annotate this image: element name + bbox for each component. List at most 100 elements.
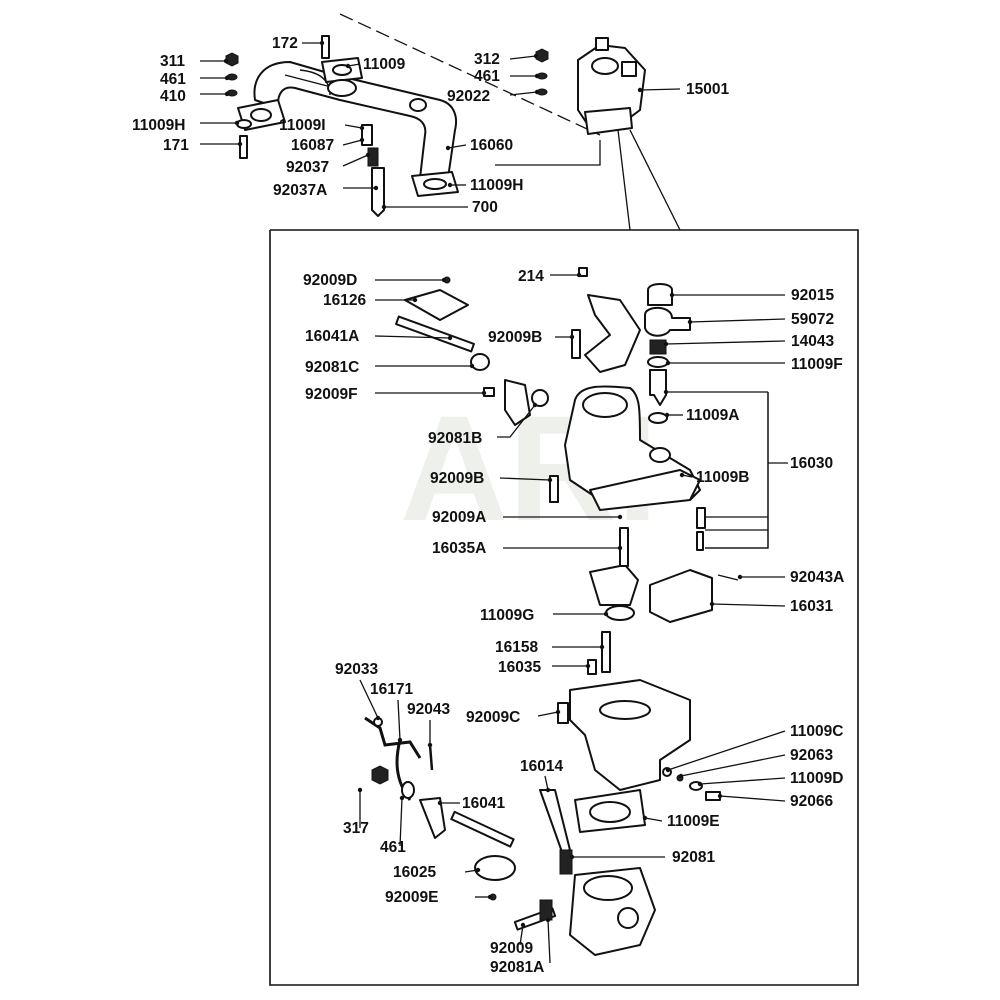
float-16031 (649, 569, 713, 623)
throttle-lever (419, 797, 446, 839)
callout-p461b: 461 (474, 68, 540, 85)
callout-p11009A: 11009A (664, 407, 739, 424)
part-number-label: 16031 (790, 598, 833, 615)
callout-p410: 410 (160, 88, 230, 105)
callout-p16030: 16030 (663, 389, 833, 472)
leader-line-p16171 (397, 699, 401, 741)
choke-lever-214 (584, 294, 641, 373)
leader-dot-p92063 (678, 773, 684, 779)
callout-p16041A: 16041A (305, 328, 453, 345)
leader-dot-p92022 (534, 89, 540, 95)
part-number-label: 171 (163, 137, 189, 154)
part-number-label: 16126 (323, 292, 366, 309)
leader-line-p16041A (374, 335, 451, 339)
leader-line-p16087 (342, 139, 363, 146)
leader-dot-p461b (534, 73, 540, 79)
carburetor-base (584, 107, 633, 135)
callout-p11009I: 11009I (279, 117, 365, 134)
stud-171 (239, 135, 248, 159)
gasket-11009B (589, 469, 701, 511)
part-number-label: 92081B (428, 430, 482, 447)
labels-layer: 31146141011009H1711721100911009I16087920… (132, 35, 844, 976)
callout-p16025: 16025 (393, 864, 481, 881)
upper-body-parts (395, 267, 739, 675)
gasket-11009G (605, 605, 635, 621)
part-number-label: 317 (343, 820, 369, 837)
leader-dot-p92009A (617, 514, 623, 520)
leader-dot-p92009F (481, 390, 487, 396)
part-number-label: 11009C (790, 723, 843, 740)
part-number-label: 92009C (466, 709, 520, 726)
part-number-label: 11009A (686, 407, 739, 424)
leader-line-p92066 (719, 795, 786, 802)
callout-p92009E: 92009E (385, 889, 493, 906)
callout-p92009C: 92009C (466, 709, 561, 726)
part-number-label: 59072 (791, 311, 834, 328)
leader-dot-p92009D (441, 277, 447, 283)
part-number-label: 461 (380, 839, 406, 856)
part-number-label: 11009D (790, 770, 843, 787)
part-number-label: 312 (474, 51, 500, 68)
callout-p92081C: 92081C (305, 359, 475, 376)
pin-92043A (717, 574, 739, 581)
leader-dot-p16014 (545, 787, 551, 793)
leader-dot-p92009B_1 (569, 334, 575, 340)
part-number-label: 461 (160, 71, 186, 88)
leader-line-p312 (509, 55, 537, 60)
leader-dot-p92009E (487, 894, 493, 900)
part-number-label: 700 (472, 199, 498, 216)
leader-line-p461c (399, 797, 403, 847)
leader-dot-p410 (224, 91, 230, 97)
part-number-label: 410 (160, 88, 186, 105)
part-number-label: 92033 (335, 661, 378, 678)
part-number-label: 92043 (407, 701, 450, 718)
washer-461c (401, 781, 415, 799)
part-number-label: 92037 (286, 159, 329, 176)
spring-92081C (470, 353, 490, 371)
callout-p92081A: 92081A (490, 917, 551, 976)
callout-p92081B: 92081B (428, 402, 538, 447)
leader-dot-p92009C (555, 709, 561, 715)
leader-dot-p16031 (709, 601, 715, 607)
part-number-label: 172 (272, 35, 298, 52)
spring-92081 (559, 849, 573, 875)
leader-dot-p92043A (737, 574, 743, 580)
leader-dot-p16158 (599, 644, 605, 650)
callout-p11009C: 11009C (665, 723, 843, 773)
leader-line-p59072 (689, 318, 786, 323)
leader-dot-p16035 (585, 663, 591, 669)
leader-dot-p214 (576, 272, 582, 278)
jet-holder-16035A (589, 564, 639, 606)
callout-p11009D: 11009D (697, 770, 843, 787)
callout-p11009H_2: 11009H (447, 177, 523, 194)
leader-dot-p16087 (359, 137, 365, 143)
part-number-label: 16041A (305, 328, 359, 345)
leader-dot-p16171 (397, 737, 403, 743)
leader-dot-p16030 (663, 389, 669, 395)
part-number-label: 92009F (305, 386, 358, 403)
throttle-shaft-16041 (450, 810, 515, 848)
leader-dot-p92043 (427, 742, 433, 748)
throttle-plate-16025 (474, 855, 516, 881)
callout-p461a: 461 (160, 71, 230, 88)
leader-line-p92009C (537, 711, 559, 717)
filter-14043 (649, 339, 667, 355)
float-chamber-body (569, 679, 691, 791)
callout-p317: 317 (343, 787, 369, 837)
callout-p92009B_1: 92009B (488, 329, 575, 346)
callout-p16035: 16035 (498, 659, 591, 676)
callout-p92037: 92037 (286, 152, 371, 176)
leader-dot-p11009A (664, 412, 670, 418)
leader-line-p14043 (665, 340, 786, 345)
callout-p11009: 11009 (345, 56, 406, 73)
leader-dot-p16060 (445, 145, 451, 151)
screw-214 (578, 267, 588, 277)
leader-dot-p11009I (359, 125, 365, 131)
callout-p16041: 16041 (437, 795, 505, 812)
leader-dot-p16041A (447, 335, 453, 341)
leader-dot-p14043 (663, 341, 669, 347)
leader-dot-p92009 (520, 922, 526, 928)
leader-dot-p172 (319, 40, 325, 46)
leader-dot-p15001 (637, 87, 643, 93)
callout-p311: 311 (160, 53, 229, 70)
